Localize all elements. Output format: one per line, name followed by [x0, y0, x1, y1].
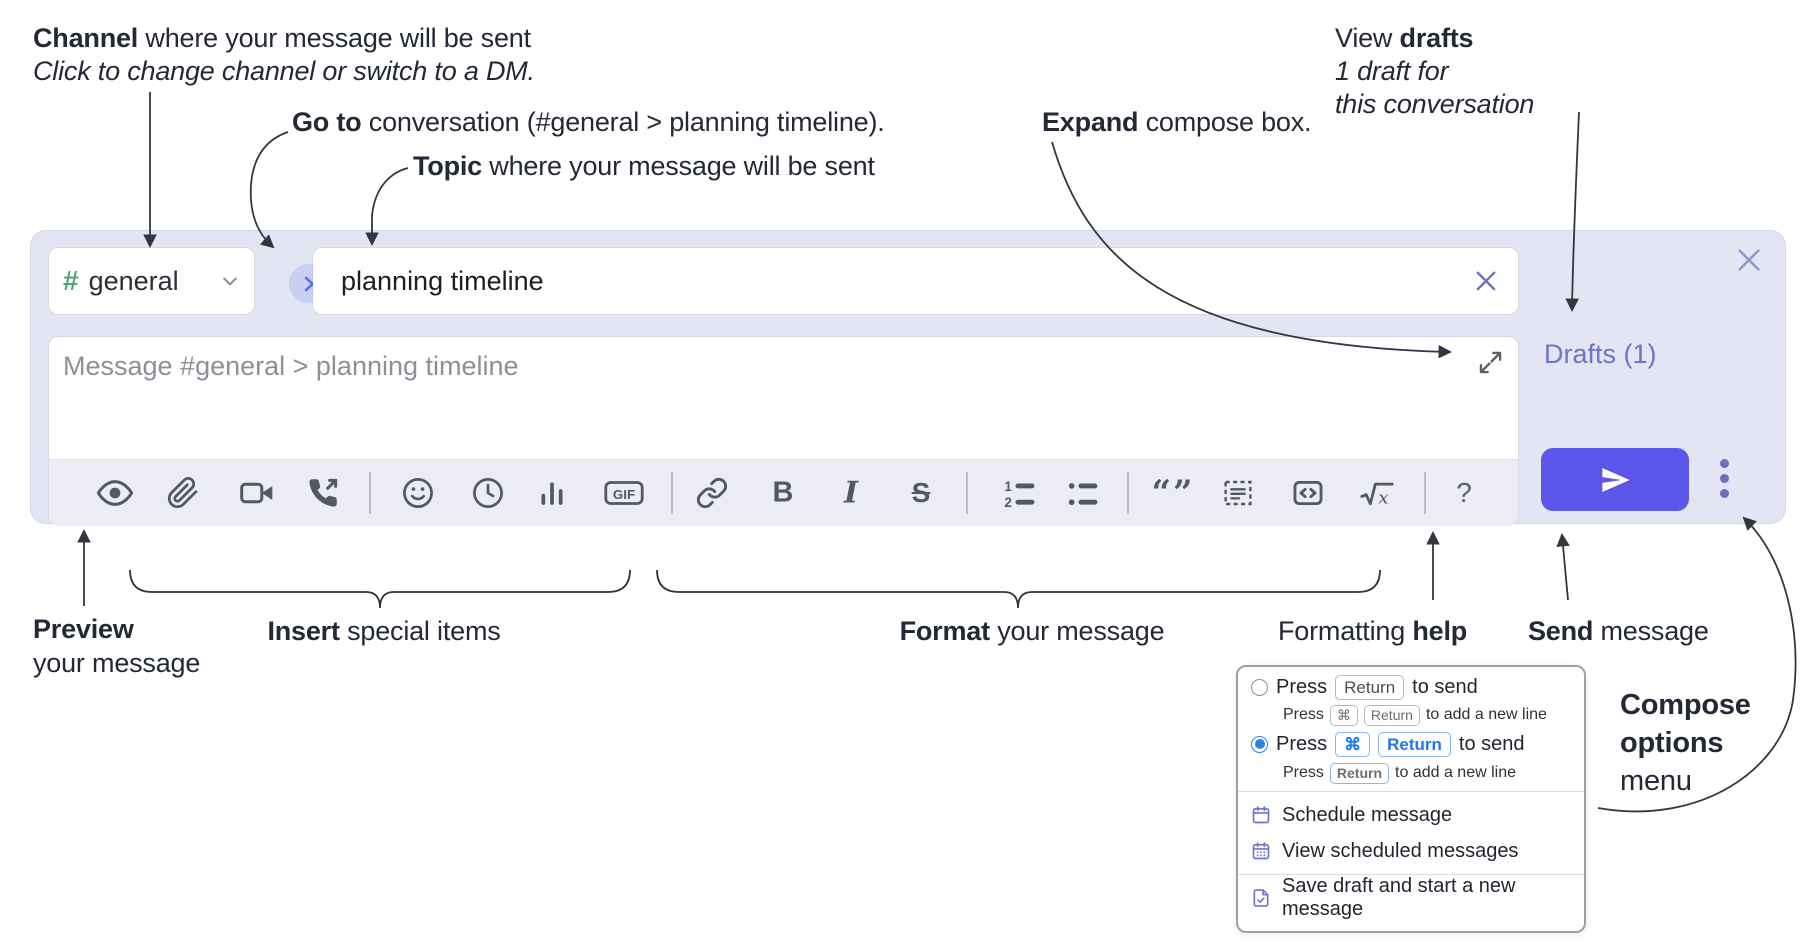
draft-check-icon: [1251, 888, 1271, 908]
radio-unselected-icon[interactable]: [1251, 678, 1268, 696]
kbd-return: Return: [1329, 762, 1390, 784]
annotation-channel-bold: Channel: [33, 23, 139, 53]
connector-send: [1556, 532, 1570, 601]
label-preview: Preview your message: [33, 614, 201, 678]
annotation-view-drafts: View drafts 1 draft for this conversatio…: [1335, 23, 1535, 119]
label-compose-options-menu: Compose options menu: [1620, 689, 1751, 797]
message-placeholder: Message #general > planning timeline: [63, 351, 519, 381]
label-format: Format your message: [899, 616, 1165, 646]
kbd-return: Return: [1363, 704, 1420, 726]
annotation-channel: Channel where your message will be sent …: [33, 22, 535, 88]
kbd-cmd: ⌘: [1329, 704, 1358, 726]
bulleted-list-icon[interactable]: [1066, 476, 1100, 510]
drafts-link[interactable]: Drafts (1): [1544, 339, 1657, 369]
send-button[interactable]: [1541, 448, 1689, 511]
brace-insert: [129, 569, 631, 609]
code-icon[interactable]: [1291, 476, 1325, 510]
compose-toolbar: GIF B I S 1 2: [49, 459, 1518, 525]
send-plane-icon: [1602, 467, 1630, 492]
message-formatting-help-icon[interactable]: ?: [1456, 477, 1472, 508]
kbd-cmd: ⌘: [1335, 731, 1371, 757]
math-latex-icon[interactable]: x: [1359, 476, 1395, 510]
kbd-return: Return: [1335, 674, 1405, 700]
svg-text:2: 2: [1004, 495, 1011, 510]
chevron-right-icon: [304, 276, 314, 291]
message-input[interactable]: Message #general > planning timeline: [49, 337, 1518, 525]
toolbar-divider: [369, 472, 371, 514]
compose-options-popup: Press Return to send Press ⌘ Return to a…: [1236, 665, 1586, 933]
option-cmd-return-to-send[interactable]: Press ⌘ Return to send: [1238, 728, 1584, 760]
topic-input[interactable]: planning timeline: [313, 248, 1518, 314]
calendar-grid-icon: [1251, 841, 1271, 861]
start-voice-call-icon[interactable]: [307, 477, 340, 510]
toolbar-divider: [1424, 472, 1426, 514]
italic-icon[interactable]: I: [843, 475, 859, 511]
kbd-return: Return: [1378, 731, 1451, 757]
label-send-message: Send message: [1528, 616, 1709, 646]
option-cmd-return-subtext: Press Return to add a new line: [1238, 760, 1584, 786]
close-compose-icon[interactable]: [1733, 244, 1765, 276]
label-formatting-help: Formatting help: [1278, 616, 1468, 646]
spoiler-icon[interactable]: [1222, 477, 1255, 510]
svg-text:GIF: GIF: [613, 487, 635, 502]
link-icon[interactable]: [696, 477, 729, 510]
compose-box: # general planning timeline Message #gen…: [30, 230, 1786, 525]
preview-eye-icon[interactable]: [96, 474, 134, 512]
brace-format: [656, 569, 1381, 609]
popup-divider: [1238, 791, 1584, 792]
gif-icon[interactable]: GIF: [603, 476, 645, 510]
annotation-channel-rest: where your message will be sent: [138, 23, 531, 53]
annotation-topic: Topic where your message will be sent: [413, 151, 875, 181]
quote-icon[interactable]: “”: [1151, 473, 1195, 513]
compose-options-menu-icon[interactable]: [1720, 459, 1730, 498]
poll-icon[interactable]: [536, 477, 568, 509]
emoji-icon[interactable]: [401, 476, 435, 510]
label-insert: Insert special items: [267, 616, 501, 646]
bold-icon[interactable]: B: [772, 476, 794, 509]
svg-text:1: 1: [1004, 479, 1012, 494]
toolbar-divider: [966, 472, 968, 514]
channel-selector[interactable]: # general: [49, 248, 254, 314]
toolbar-divider: [671, 472, 673, 514]
menu-item-save-draft-new-message[interactable]: Save draft and start a new message: [1238, 875, 1584, 920]
strikethrough-icon[interactable]: S: [911, 477, 931, 508]
annotation-expand: Expand compose box.: [1042, 107, 1312, 137]
start-video-call-icon[interactable]: [239, 475, 275, 511]
popup-divider: [1238, 874, 1584, 875]
radio-selected-icon[interactable]: [1251, 735, 1268, 753]
calendar-icon: [1251, 805, 1271, 825]
chevron-down-icon: [223, 277, 237, 286]
option-return-subtext: Press ⌘ Return to add a new line: [1238, 702, 1584, 728]
numbered-list-icon[interactable]: 1 2: [1003, 476, 1037, 510]
toolbar-divider: [1127, 472, 1129, 514]
annotation-channel-sub: Click to change channel or switch to a D…: [33, 56, 535, 86]
channel-name: general: [88, 265, 179, 296]
attach-paperclip-icon[interactable]: [167, 477, 200, 510]
option-return-to-send[interactable]: Press Return to send: [1238, 672, 1584, 702]
svg-text:x: x: [1378, 487, 1388, 508]
hash-icon: #: [63, 265, 79, 296]
clear-topic-icon[interactable]: [1472, 267, 1500, 295]
global-time-icon[interactable]: [471, 476, 505, 510]
expand-compose-icon[interactable]: [1477, 349, 1504, 376]
topic-value: planning timeline: [341, 265, 544, 296]
annotation-goto: Go to conversation (#general > planning …: [292, 107, 885, 137]
menu-item-schedule-message[interactable]: Schedule message: [1238, 797, 1584, 833]
menu-item-view-scheduled-messages[interactable]: View scheduled messages: [1238, 833, 1584, 869]
